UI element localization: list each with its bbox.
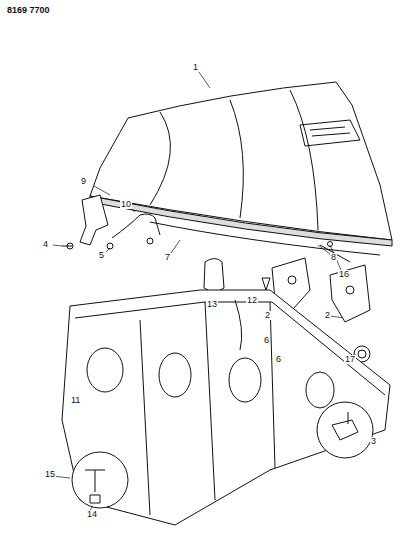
callout-number: 13	[206, 300, 218, 309]
callout-number: 4	[42, 240, 49, 249]
bolt-detail	[85, 470, 105, 503]
panel-hole	[159, 353, 191, 397]
callout-number: 14	[86, 510, 98, 519]
detail-circle	[317, 402, 373, 458]
callout-number: 12	[246, 296, 258, 305]
hood-edge	[90, 196, 392, 246]
bolt-shank	[62, 246, 72, 247]
hood-panel	[90, 82, 392, 240]
screw	[328, 242, 333, 247]
detail-circle	[72, 452, 128, 508]
bumper	[204, 259, 224, 292]
radiator-support	[62, 290, 390, 525]
hinge-pin	[320, 245, 350, 262]
hole	[288, 276, 296, 284]
bumper-stop	[262, 278, 270, 290]
hole	[346, 286, 354, 294]
hinge	[80, 195, 108, 245]
callout-number: 3	[370, 437, 377, 446]
callout-number: 2	[324, 311, 331, 320]
weatherstrip	[150, 222, 380, 255]
callout-number: 9	[80, 177, 87, 186]
hinge	[330, 265, 370, 322]
hood-vent	[300, 120, 360, 146]
panel-hole	[229, 358, 261, 402]
callout-number: 15	[44, 470, 56, 479]
callout-number: 6	[263, 336, 270, 345]
prop-rod	[112, 214, 160, 238]
bolt	[107, 243, 113, 249]
callout-number: 8	[330, 253, 337, 262]
callout-number: 10	[120, 200, 132, 209]
callout-number: 17	[344, 355, 356, 364]
hood-crease	[150, 90, 318, 230]
grommet	[358, 350, 366, 358]
callout-number: 16	[338, 270, 350, 279]
callout-number: 6	[275, 355, 282, 364]
callout-number: 5	[98, 251, 105, 260]
callout-number: 1	[192, 63, 199, 72]
wiring	[235, 300, 242, 350]
callout-number: 11	[70, 396, 81, 405]
latch-detail	[332, 412, 358, 440]
part-number: 8169 7700	[6, 6, 51, 15]
callout-number: 2	[264, 311, 271, 320]
bolt	[147, 238, 153, 244]
panel-hole	[87, 348, 123, 392]
panel-hole	[306, 372, 334, 408]
callout-number: 7	[164, 253, 171, 262]
